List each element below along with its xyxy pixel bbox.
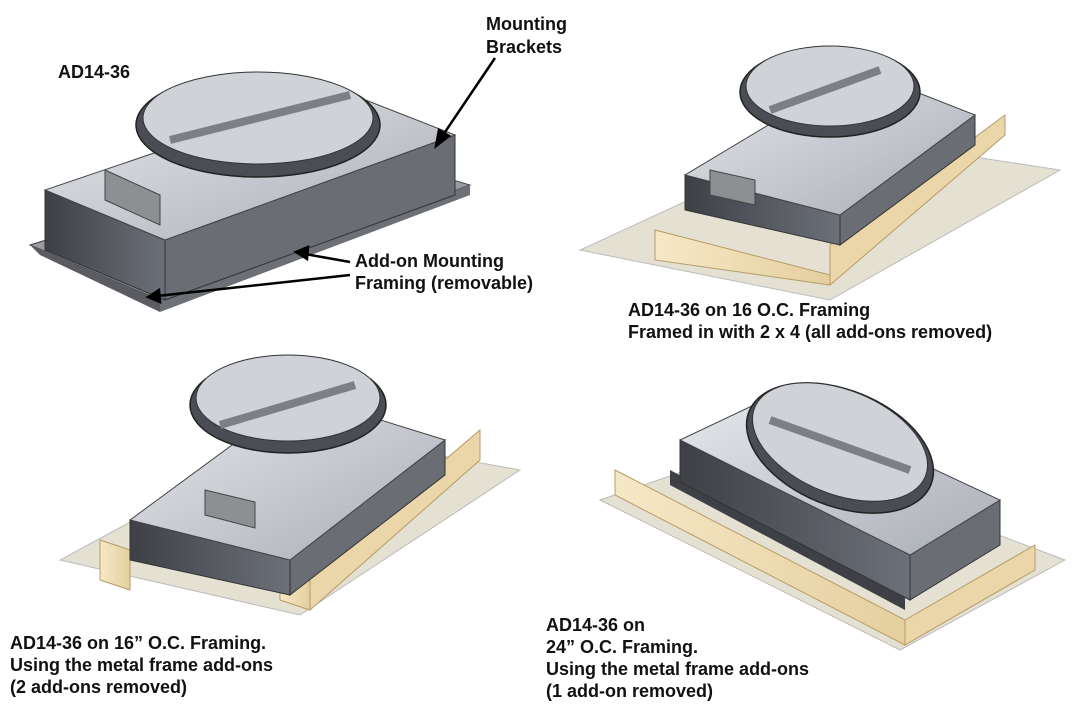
caption-top-right-line2: Framed in with 2 x 4 (all add-ons remove… <box>628 322 993 342</box>
caption-bottom-left-line2: Using the metal frame add-ons <box>10 655 274 675</box>
callout-addon-framing-line1: Add-on Mounting <box>355 251 504 271</box>
caption-top-right-line1: AD14-36 on 16 O.C. Framing <box>628 300 871 320</box>
callout-mounting-brackets-line1: Mounting <box>486 14 567 34</box>
callout-addon-framing-line2: Framing (removable) <box>355 273 534 293</box>
caption-bottom-right-line3: Using the metal frame add-ons <box>546 659 810 679</box>
unit-top-left <box>28 71 472 312</box>
caption-bottom-left-line3: (2 add-ons removed) <box>10 677 188 697</box>
model-label: AD14-36 <box>58 62 131 82</box>
callout-arrows <box>145 57 497 304</box>
caption-bottom-left-line1: AD14-36 on 16” O.C. Framing. <box>10 633 267 653</box>
caption-bottom-right-line2: 24” O.C. Framing. <box>546 637 699 657</box>
unit-bottom-right <box>598 382 1067 651</box>
caption-bottom-right-line4: (1 add-on removed) <box>546 681 714 701</box>
callout-mounting-brackets-line2: Brackets <box>486 37 563 57</box>
unit-top-right <box>578 45 1062 301</box>
unit-bottom-left <box>58 354 522 616</box>
caption-bottom-right-line1: AD14-36 on <box>546 615 646 635</box>
